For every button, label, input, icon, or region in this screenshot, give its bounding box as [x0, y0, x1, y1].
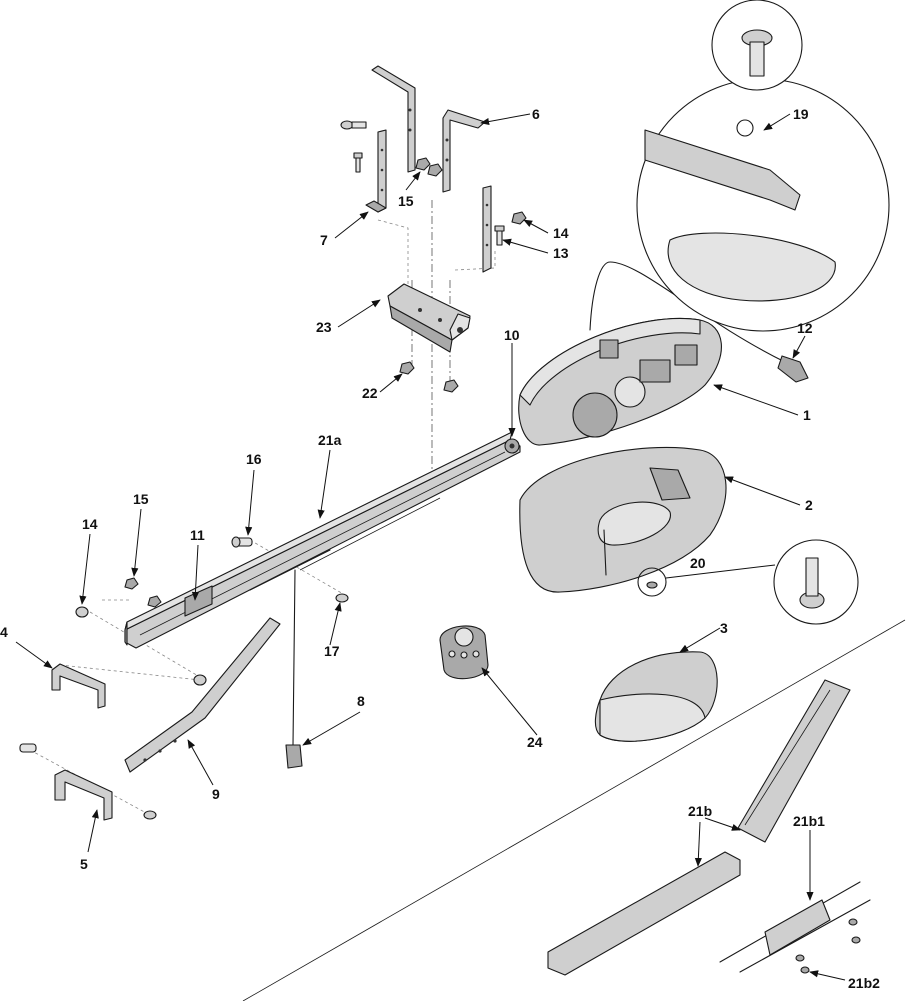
label-8: 8 [357, 693, 365, 709]
leader-lines [15, 113, 846, 981]
rail-splice-part-21b1 [719, 881, 871, 973]
label-1: 1 [803, 407, 811, 423]
label-22: 22 [362, 385, 378, 401]
label-5: 5 [80, 856, 88, 872]
carriage-part-11 [184, 585, 213, 617]
label-4: 4 [0, 624, 8, 640]
label-11: 11 [190, 527, 205, 543]
cover-screw-part-20 [637, 539, 859, 625]
label-20: 20 [690, 555, 706, 571]
label-9: 9 [212, 786, 220, 802]
label-15-top: 15 [398, 193, 414, 209]
rail-extension-part-21b [547, 679, 851, 976]
lens-cover-part-3 [594, 651, 718, 742]
label-21b2: 21b2 [848, 975, 880, 991]
remote-button-c [472, 650, 480, 658]
label-19: 19 [793, 106, 809, 122]
label-23: 23 [316, 319, 332, 335]
label-24: 24 [527, 734, 543, 750]
header-bracket-part-5 [54, 769, 113, 821]
release-cord-part-8 [285, 569, 303, 769]
fasteners [19, 120, 527, 820]
label-16: 16 [246, 451, 262, 467]
label-14-left: 14 [82, 516, 98, 532]
label-6: 6 [532, 106, 540, 122]
hanging-bracket-part-6 [371, 65, 486, 193]
label-10: 10 [504, 327, 520, 343]
cover-part-2 [519, 446, 727, 593]
rail-screw-zoom-part-19 [636, 0, 890, 332]
remote-part-24 [439, 625, 489, 680]
mounting-bracket-part-23 [387, 283, 471, 353]
label-13: 13 [553, 245, 569, 261]
label-17: 17 [324, 643, 340, 659]
door-bracket-part-4 [51, 663, 106, 709]
label-12: 12 [797, 320, 813, 336]
label-21b1: 21b1 [793, 813, 825, 829]
remote-button-a [448, 650, 456, 658]
rail-part-21a [124, 431, 521, 649]
label-21b: 21b [688, 803, 712, 819]
screws-part-21b2 [795, 918, 861, 974]
part-labels: 6 7 15 14 13 23 22 10 12 1 2 20 3 24 19 … [0, 106, 880, 991]
label-7: 7 [320, 232, 328, 248]
door-arm-part-9 [124, 617, 281, 773]
hanging-bar-part-7 [365, 129, 492, 273]
label-14-top: 14 [553, 225, 569, 241]
remote-button-b [460, 651, 468, 659]
label-15-left: 15 [133, 491, 149, 507]
label-21a: 21a [318, 432, 342, 448]
label-3: 3 [720, 620, 728, 636]
center-lines [29, 200, 496, 816]
label-2: 2 [805, 497, 813, 513]
separator-line [242, 619, 906, 1001]
motor-unit-part-1 [518, 261, 809, 446]
